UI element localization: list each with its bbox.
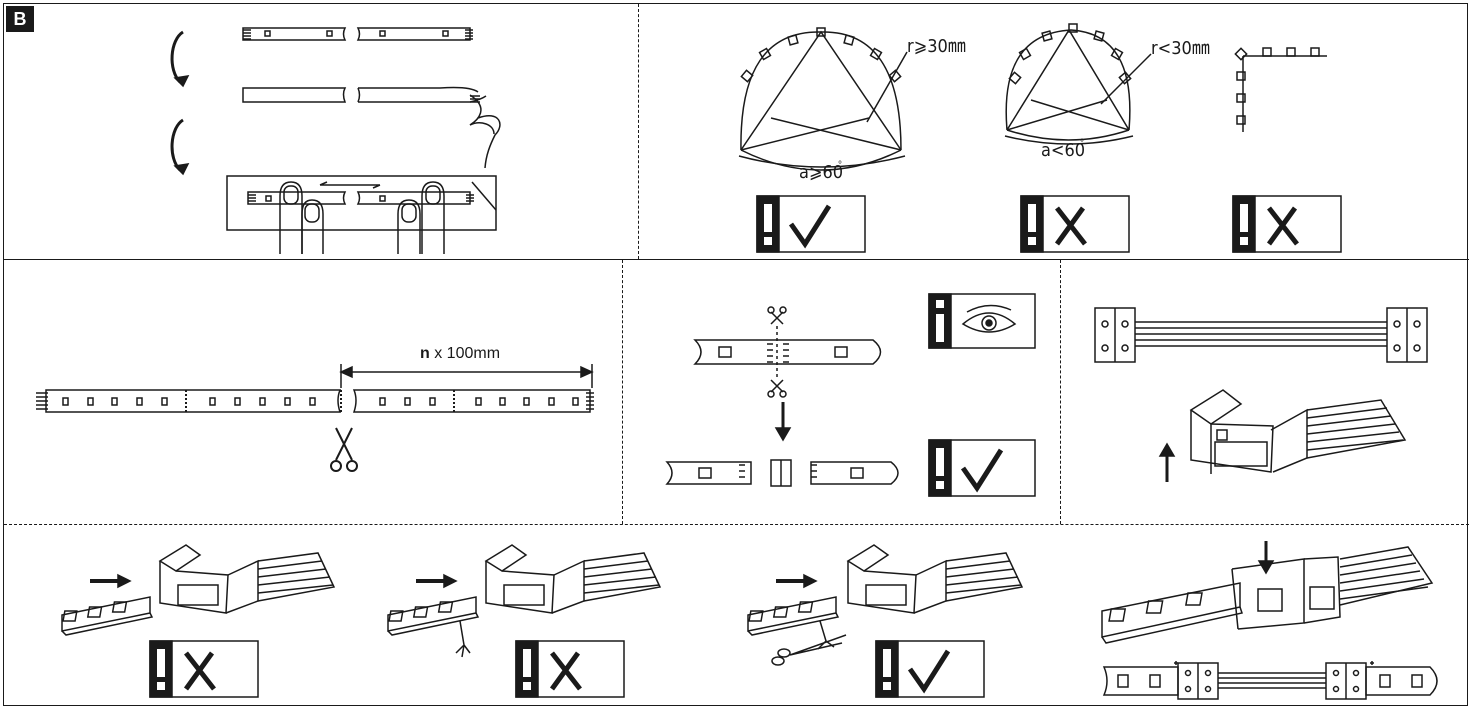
divider-row2 <box>4 524 1469 525</box>
connector-cable-straight <box>1094 307 1428 363</box>
arrow-right-icon <box>776 573 818 589</box>
divider-mid-1 <box>622 260 623 524</box>
finger-icon <box>279 181 303 254</box>
sheet-frame <box>3 3 1468 706</box>
bend-diagram-corner <box>1234 47 1327 132</box>
scissors-icon <box>771 634 847 666</box>
led-strip-segment <box>693 326 882 378</box>
panel-cut-detail <box>623 260 1060 524</box>
divider-mid-2 <box>1060 260 1061 524</box>
bend-bad-angle-label: a<60 <box>1041 140 1085 161</box>
panel-insert-correct <box>730 525 1060 706</box>
scissors-icon <box>767 379 787 398</box>
section-badge: B <box>6 6 34 32</box>
warning-check-icon <box>756 195 866 253</box>
cut-length-unit: x 100mm <box>430 345 500 362</box>
bend-ok-angle-label: a⩾60 <box>799 162 843 183</box>
warning-cross-icon <box>1020 195 1130 253</box>
divider-top <box>638 4 639 259</box>
bend-diagram-ok <box>738 27 908 171</box>
bend-diagram-bad <box>1004 23 1152 145</box>
bend-bad-radius-label: r<30㎜ <box>1151 38 1210 59</box>
bend-bad-degree: ° <box>1080 138 1084 149</box>
finger-icon <box>301 199 324 254</box>
connector-icon <box>1231 546 1434 630</box>
finger-icon <box>397 199 421 254</box>
led-strip-end <box>747 596 840 650</box>
connector-icon <box>158 544 336 614</box>
scissors-icon <box>330 427 358 472</box>
led-strip-end <box>387 596 480 658</box>
connector-icon <box>846 544 1024 614</box>
warning-cross-icon <box>149 640 259 698</box>
arrow-up-icon <box>1158 442 1176 482</box>
arrow-right-icon <box>416 573 458 589</box>
led-strip-connected <box>1101 582 1243 644</box>
dimension-line <box>339 364 594 388</box>
scissors-icon <box>767 306 787 325</box>
warning-check-icon <box>928 439 1036 497</box>
connector-cable-top-view <box>1102 661 1438 700</box>
arrow-down-icon <box>774 402 792 442</box>
panel-connector-cable <box>1061 260 1473 524</box>
led-strip-peel <box>242 86 501 169</box>
divider-row1 <box>4 259 1469 260</box>
cut-length-label: n x 100mm <box>420 345 500 362</box>
panel-connected <box>1090 525 1468 706</box>
led-strip-end <box>61 596 154 636</box>
bend-ok-degree: ° <box>838 160 842 171</box>
connector-icon <box>1189 389 1407 474</box>
cut-length-n: n <box>420 345 430 362</box>
mounting-board <box>226 175 497 231</box>
led-chips <box>62 397 579 406</box>
warning-cross-icon <box>1232 195 1342 253</box>
arrow-down-icon <box>1257 541 1275 575</box>
panel-peel-stick <box>0 0 638 259</box>
warning-check-icon <box>875 640 985 698</box>
panel-insert-wrong-1 <box>0 525 336 706</box>
finger-icon <box>421 181 445 254</box>
connector-icon <box>484 544 662 614</box>
led-strip-cut-pieces <box>665 459 899 487</box>
rotate-arrow-icon <box>170 118 190 176</box>
panel-bending: r⩾30㎜ a⩾60 ° r<30㎜ a<60 ° <box>639 0 1473 259</box>
panel-cut-length: n x 100mm <box>0 260 622 524</box>
led-strip-long <box>36 389 594 413</box>
bend-ok-radius-label: r⩾30㎜ <box>907 36 966 57</box>
panel-insert-wrong-2 <box>360 525 690 706</box>
warning-cross-icon <box>515 640 625 698</box>
rotate-arrow-icon <box>170 30 190 88</box>
led-strip-top <box>242 27 473 41</box>
arrow-right-icon <box>90 573 132 589</box>
info-eye-icon <box>928 293 1036 349</box>
